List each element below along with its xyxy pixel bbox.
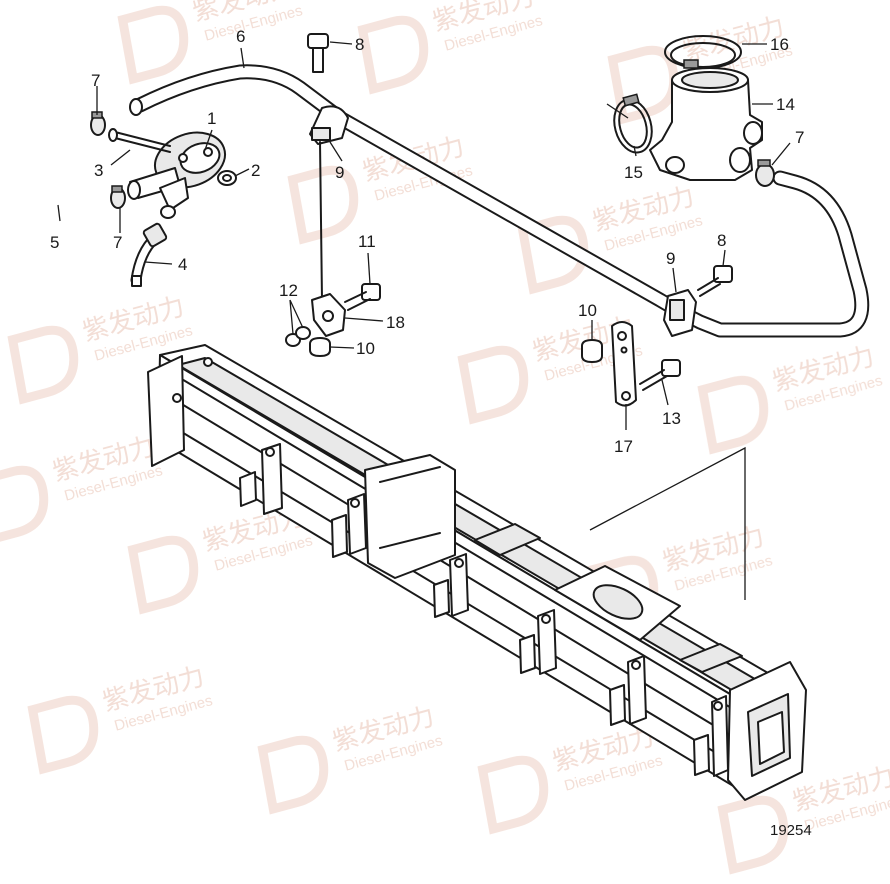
callout-7-right: 7 <box>795 128 804 147</box>
callout-5: 5 <box>50 233 59 252</box>
hose-clamp-16 <box>664 35 742 69</box>
callout-7-lower: 7 <box>113 233 122 252</box>
callout-9-right: 9 <box>666 249 675 268</box>
clamp-9-upper <box>309 105 349 145</box>
pipe-6 <box>129 64 870 338</box>
elbow-fitting-4 <box>130 222 168 287</box>
washer-2 <box>217 170 237 186</box>
callout-3: 3 <box>94 161 103 180</box>
leader-lines <box>57 41 791 430</box>
callout-16: 16 <box>770 35 789 54</box>
spacer-10-left <box>309 337 331 357</box>
clamp-9-right <box>663 289 697 337</box>
hose-clamp-7-upper <box>90 111 106 136</box>
callout-17: 17 <box>614 437 633 456</box>
bolt-8-upper <box>307 33 329 73</box>
callout-2: 2 <box>251 161 260 180</box>
watermark: 紫发动力 Diesel-Engines <box>0 432 164 545</box>
spacer-10-right <box>581 339 603 363</box>
callout-6: 6 <box>236 27 245 46</box>
watermark: 紫发动力 Diesel-Engines <box>257 702 444 815</box>
callout-12: 12 <box>279 281 298 300</box>
intake-manifold <box>147 344 807 801</box>
callout-15: 15 <box>624 163 643 182</box>
callout-7-upper: 7 <box>91 71 100 90</box>
watermark: 紫发动力 Diesel-Engines <box>477 722 664 835</box>
watermark: 紫发动力 Diesel-Engines <box>117 0 304 85</box>
callout-10-left: 10 <box>356 339 375 358</box>
reference-bracket <box>589 446 746 600</box>
mounting-rod <box>319 141 323 301</box>
callout-4: 4 <box>178 255 187 274</box>
callout-18: 18 <box>386 313 405 332</box>
callout-10-right: 10 <box>578 301 597 320</box>
callout-14: 14 <box>776 95 795 114</box>
hose-clamp-15 <box>613 93 653 154</box>
callout-labels: 1 2 3 4 5 6 7 7 7 8 8 9 9 10 10 11 12 13… <box>50 27 804 456</box>
watermark: 紫发动力 Diesel-Engines <box>697 342 884 455</box>
washers-12 <box>285 326 311 347</box>
callout-11: 11 <box>358 232 376 251</box>
watermark: 紫发动力 Diesel-Engines <box>27 662 214 775</box>
bracket-18 <box>311 293 346 337</box>
callout-8-right: 8 <box>717 231 726 250</box>
callout-13: 13 <box>662 409 681 428</box>
callout-1: 1 <box>207 109 216 128</box>
valve-1 <box>127 131 226 219</box>
bolt-8-right <box>697 265 733 297</box>
drawing-number: 19254 <box>770 822 812 839</box>
screw-3 <box>108 128 171 153</box>
strap-17 <box>611 321 637 407</box>
hose-clamp-7-lower <box>110 185 126 209</box>
callout-8-upper: 8 <box>355 35 364 54</box>
bolt-11 <box>344 283 381 311</box>
hose-clamp-7-right <box>755 159 775 187</box>
callout-9-upper: 9 <box>335 163 344 182</box>
watermark: 紫发动力 Diesel-Engines <box>357 0 544 95</box>
bolt-13 <box>639 359 681 391</box>
housing-14 <box>649 67 763 181</box>
hose-5 <box>12 115 116 216</box>
